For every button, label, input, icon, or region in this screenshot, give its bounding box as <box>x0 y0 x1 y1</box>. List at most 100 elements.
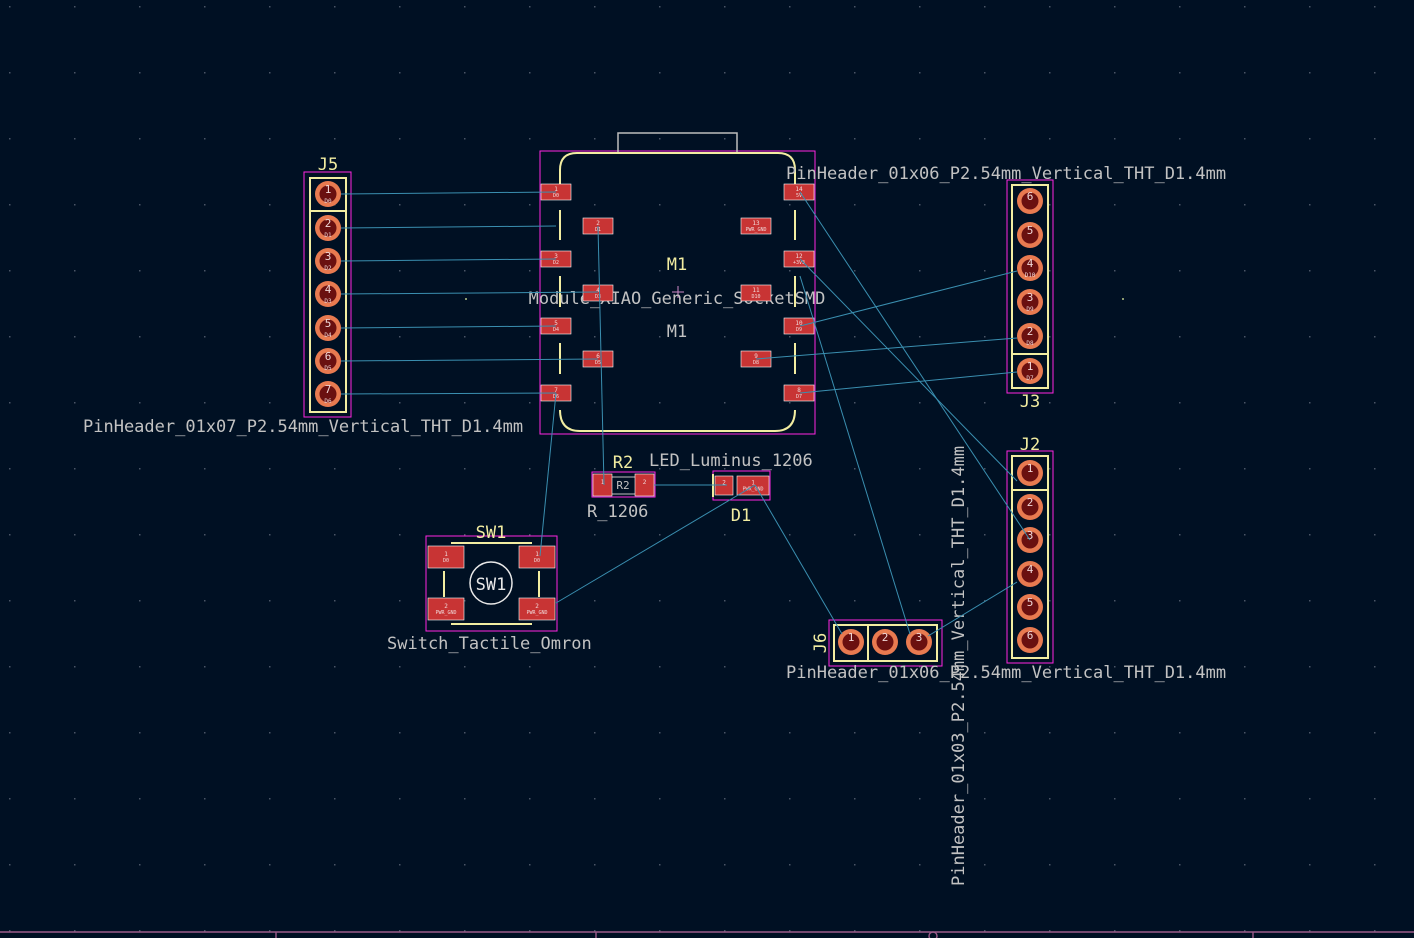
ratsnest-line-1 <box>340 225 557 229</box>
ratsnest-line-7 <box>539 392 557 557</box>
j6-pad-3-number: 3 <box>916 631 923 644</box>
ratsnest-line-12 <box>799 191 1031 541</box>
j5-pad-3-net: D2 <box>324 265 332 272</box>
ratsnest-line-18 <box>927 581 1018 637</box>
j5-reference: J5 <box>318 155 338 175</box>
j6-pad-2-drill <box>876 633 894 651</box>
sw1-pad-4-number: 2 <box>535 603 539 610</box>
m1-pad-8 <box>783 384 815 402</box>
ratsnest-line-3 <box>340 291 599 295</box>
m1-silkscreen-top <box>559 152 796 184</box>
m1-pad-3-net: D2 <box>553 260 559 266</box>
j2-pad-1-drill <box>1021 464 1039 482</box>
footprint-j5[interactable]: J5 <box>303 155 352 418</box>
m1-pad-14-number: 14 <box>795 186 803 193</box>
j5-pad-5-net: D4 <box>324 332 332 339</box>
d1-pad-1-number: 1 <box>751 480 755 487</box>
j2-pad-2-number: 2 <box>1027 496 1034 509</box>
r2-reference: R2 <box>613 453 633 473</box>
j3-pad-4-number: 4 <box>1027 257 1034 270</box>
j3-pad-3-net: D9 <box>1026 306 1034 313</box>
m1-pad-3-number: 3 <box>554 253 558 260</box>
sheet-border <box>0 931 1414 938</box>
ratsnest-line-17 <box>799 275 911 635</box>
origin-markers <box>465 298 1124 300</box>
m1-pad-13 <box>740 217 772 235</box>
j3-pad-2-drill <box>1021 327 1039 345</box>
m1-pad-10-number: 10 <box>795 320 803 327</box>
j5-pad-4-net: D3 <box>324 298 332 305</box>
j3-pad-5-drill <box>1021 226 1039 244</box>
ratsnest-line-8 <box>597 225 605 486</box>
j2-value: PinHeader_01x06_P2.54mm_Vertical_THT_D1.… <box>786 663 1226 683</box>
footprint-m1[interactable]: M1 M1 <box>539 132 816 435</box>
j3-pad-3-number: 3 <box>1027 291 1034 304</box>
j3-pad-6-drill <box>1021 192 1039 210</box>
m1-pad-4 <box>582 284 614 302</box>
m1-pad-13-number: 13 <box>752 220 760 227</box>
sw1-silkscreen <box>443 542 540 625</box>
sw1-pad-4-net: PWR_GND <box>526 610 547 616</box>
j5-pad-5-drill <box>319 319 337 337</box>
r2-fab-reference: R2 <box>616 479 629 492</box>
j3-courtyard <box>1006 179 1054 394</box>
ratsnest-line-16 <box>799 371 1018 394</box>
ratsnest-line-6 <box>340 392 557 395</box>
m1-pad-14-net: 5V <box>796 193 802 199</box>
footprint-j6[interactable]: J6 <box>811 619 943 667</box>
j5-pad-5-number: 5 <box>325 317 332 330</box>
j5-pad-2-net: D1 <box>324 232 332 239</box>
j2-pad-4-drill <box>1021 565 1039 583</box>
j5-pad-6-drill <box>319 352 337 370</box>
j6-silkscreen-body <box>867 624 938 662</box>
j5-pad-7-drill <box>319 385 337 403</box>
r2-value: R_1206 <box>587 502 648 522</box>
m1-pad-1-net: D0 <box>553 193 559 199</box>
footprint-sw1[interactable]: SW1 SW1 <box>425 523 558 632</box>
r2-pad-2-number: 2 <box>643 479 647 486</box>
m1-pad-5-net: D4 <box>553 327 559 333</box>
j2-pad-6-drill <box>1021 631 1039 649</box>
j2-pad-1-number: 1 <box>1027 462 1034 475</box>
j5-pad-3-number: 3 <box>325 250 332 263</box>
j3-pad-6-number: 6 <box>1027 190 1034 203</box>
footprint-j3[interactable]: J3 <box>1006 179 1054 412</box>
dynamic-layer: 1D02D13D24D35D46D57D6654D103D92D81D71234… <box>315 181 1043 655</box>
j5-pad-1-number: 1 <box>325 183 332 196</box>
j2-pad-6-number: 6 <box>1027 629 1034 642</box>
m1-fab-reference: M1 <box>667 322 687 342</box>
m1-pad-5-number: 5 <box>554 320 558 327</box>
j5-pad-7-net: D6 <box>324 398 332 405</box>
sw1-pad-2-number: 1 <box>535 551 539 558</box>
d1-value: LED_Luminus_1206 <box>649 451 813 471</box>
j2-silkscreen-body <box>1011 489 1049 659</box>
j6-value: PinHeader_01x03_P2.54mm_Vertical_THT_D1.… <box>949 446 969 886</box>
ratsnest-line-0 <box>340 191 557 195</box>
m1-pad-12-number: 12 <box>795 253 803 260</box>
m1-pad-6-net: D5 <box>595 360 601 366</box>
j5-pad-2-drill <box>319 219 337 237</box>
sw1-value: Switch_Tactile_Omron <box>387 634 592 654</box>
j3-pad-1-number: 1 <box>1027 360 1034 373</box>
j3-pad-1-drill <box>1021 362 1039 380</box>
m1-pad-6-number: 6 <box>596 353 600 360</box>
m1-pad-11-net: D10 <box>751 294 760 300</box>
j3-value: PinHeader_01x06_P2.54mm_Vertical_THT_D1.… <box>786 164 1226 184</box>
j5-value: PinHeader_01x07_P2.54mm_Vertical_THT_D1.… <box>83 417 523 437</box>
ratsnest-line-2 <box>340 258 557 262</box>
sw1-pad-3-number: 2 <box>444 603 448 610</box>
footprint-j2[interactable]: J2 <box>1006 435 1054 664</box>
m1-pad-13-net: PWR_GND <box>745 227 766 233</box>
m1-pad-2-number: 2 <box>596 220 600 227</box>
j5-pad-4-drill <box>319 285 337 303</box>
sw1-pad-3 <box>427 597 465 621</box>
ratsnest-line-11 <box>754 484 843 635</box>
j6-courtyard <box>828 619 943 667</box>
m1-pad-14 <box>783 183 815 201</box>
j5-silkscreen-body <box>309 210 347 413</box>
d1-pad-1 <box>736 475 770 496</box>
r2-pad-1-number: 1 <box>601 479 605 486</box>
sw1-actuator-outline <box>469 561 513 605</box>
